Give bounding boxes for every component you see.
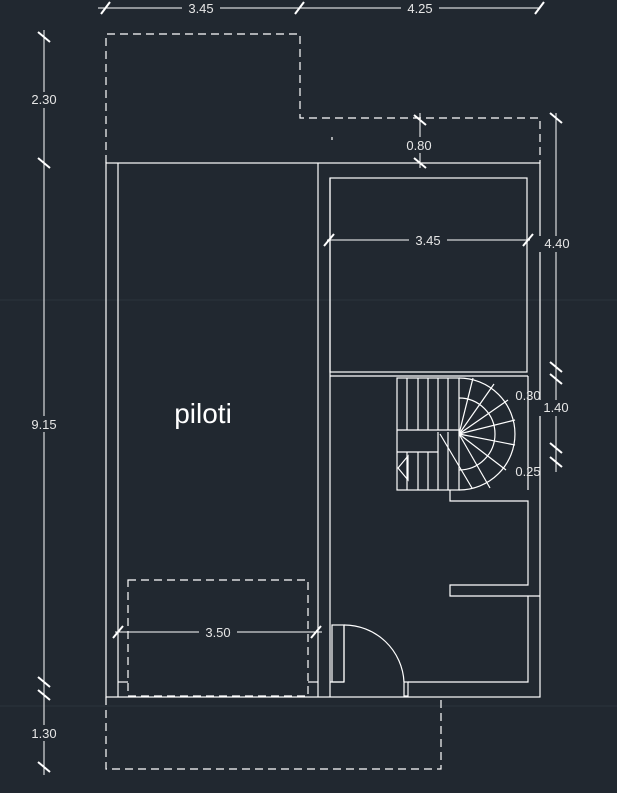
entrance-door <box>331 624 409 697</box>
parking-dimension <box>112 624 322 640</box>
top-dimension <box>98 1 545 15</box>
right-dimension <box>538 112 576 472</box>
bottom-inner-wall <box>408 596 529 683</box>
dim-room-width: 3.45 <box>415 233 440 248</box>
notch-dimension <box>331 113 438 169</box>
dim-left-lower: 1.30 <box>31 726 56 741</box>
dim-left-middle: 9.15 <box>31 417 56 432</box>
dim-room-height: 4.40 <box>544 236 569 251</box>
service-wall <box>449 490 540 597</box>
background-grid <box>0 299 617 707</box>
dim-top-left: 3.45 <box>188 1 213 16</box>
room-width-dimension <box>323 232 534 248</box>
dim-stair-upper: 0.30 <box>515 388 540 403</box>
dim-notch: 0.80 <box>406 138 431 153</box>
dim-left-upper: 2.30 <box>31 92 56 107</box>
building-outline <box>105 162 541 698</box>
parking-bay-outline <box>127 579 309 697</box>
right-room <box>329 177 528 373</box>
dim-stair-lower: 0.25 <box>515 464 540 479</box>
dim-parking-width: 3.50 <box>205 625 230 640</box>
room-label: piloti <box>174 398 232 429</box>
dim-stair-height: 1.40 <box>543 400 568 415</box>
staircase <box>396 377 516 491</box>
upper-terrace-outline <box>105 33 541 163</box>
dim-top-right: 4.25 <box>407 1 432 16</box>
lower-terrace-outline <box>105 697 442 770</box>
left-dimension <box>26 30 64 775</box>
